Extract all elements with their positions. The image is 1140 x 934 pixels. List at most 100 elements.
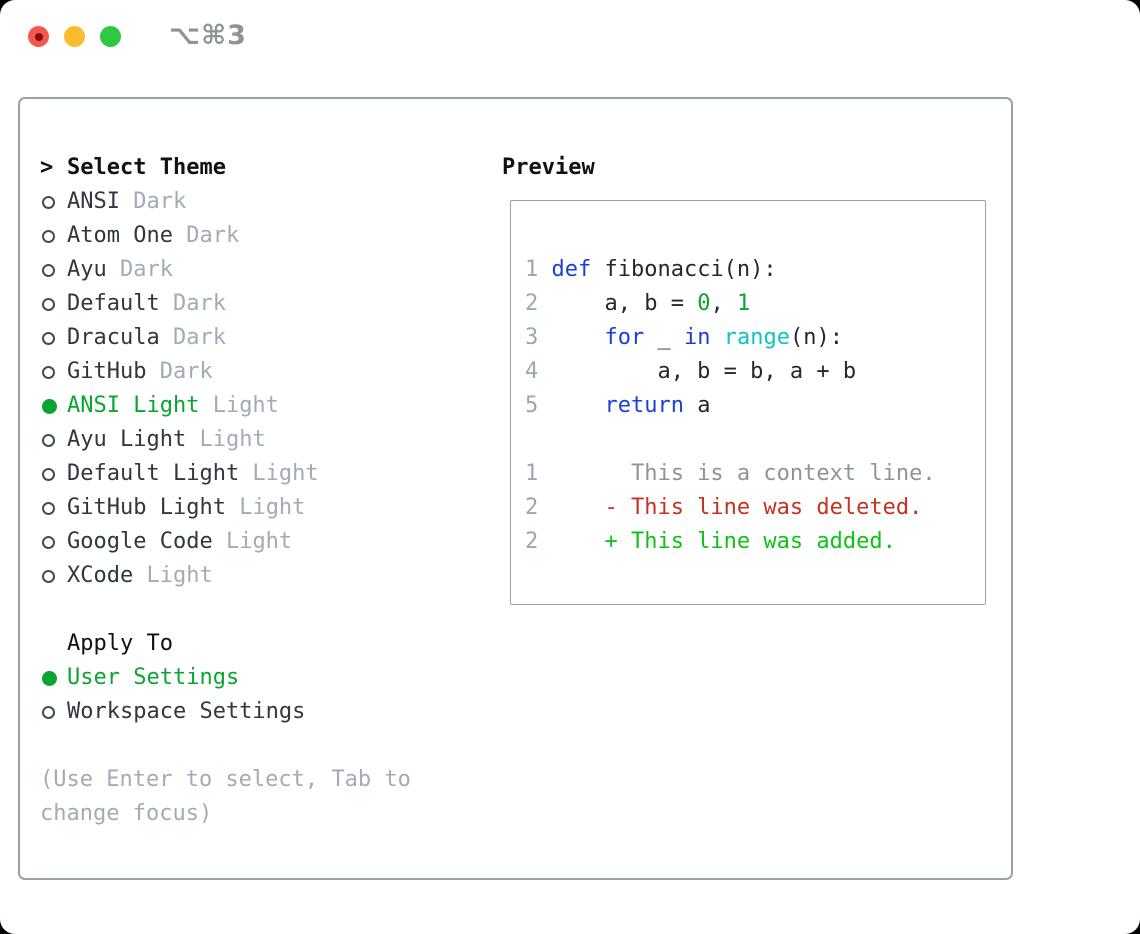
radio-marker <box>40 569 67 583</box>
radio-icon <box>42 297 55 311</box>
apply-option-user-settings[interactable]: User Settings <box>40 661 502 695</box>
code-token: a, b = b, a + b <box>551 359 857 384</box>
option-label: Atom One <box>67 223 173 248</box>
line-number: 4 <box>525 359 539 384</box>
select-theme-header: > Select Theme <box>40 151 502 185</box>
radio-marker <box>40 433 67 447</box>
radio-icon <box>42 433 55 447</box>
diff-context-line: 1 This is a context line. <box>525 457 985 491</box>
option-label: XCode <box>67 563 134 588</box>
radio-icon <box>42 331 55 345</box>
radio-icon <box>42 705 55 719</box>
code-token: + This line was added. <box>551 529 896 554</box>
code-token: return <box>604 393 684 418</box>
theme-option-default[interactable]: Default Dark <box>40 287 502 321</box>
minimize-button[interactable] <box>64 26 85 47</box>
line-number: 2 <box>525 495 539 520</box>
variant-label: Light <box>199 393 279 418</box>
diff-added-line: 2 + This line was added. <box>525 525 985 559</box>
code-token: 0 <box>697 291 711 316</box>
theme-option-ayu-light[interactable]: Ayu Light Light <box>40 423 502 457</box>
code-token: - This line was deleted. <box>551 495 923 520</box>
line-number: 3 <box>525 325 539 350</box>
close-button[interactable] <box>28 26 49 47</box>
apply-to-header: Apply To <box>40 627 502 661</box>
code-token: (n): <box>789 325 843 350</box>
code-token: a, b = <box>551 291 698 316</box>
variant-label: Dark <box>146 359 213 384</box>
theme-option-default-light[interactable]: Default Light Light <box>40 457 502 491</box>
radio-marker <box>40 670 67 686</box>
radio-icon <box>42 569 55 583</box>
code-line: 5 return a <box>525 389 985 423</box>
code-token <box>551 393 604 418</box>
code-line: 4 a, b = b, a + b <box>525 355 985 389</box>
code-token: , <box>710 291 737 316</box>
code-token: a <box>683 393 711 418</box>
radio-icon <box>42 263 55 277</box>
variant-label: Light <box>239 461 319 486</box>
option-label: Default Light <box>67 461 240 486</box>
variant-label: Light <box>225 495 306 520</box>
theme-option-xcode[interactable]: XCode Light <box>40 559 502 593</box>
option-label: GitHub Light <box>67 495 226 520</box>
code-token: range <box>723 325 790 350</box>
theme-option-google-code[interactable]: Google Code Light <box>40 525 502 559</box>
code-token: def <box>551 257 592 282</box>
theme-option-github[interactable]: GitHub Dark <box>40 355 502 389</box>
selected-radio-icon <box>42 670 57 686</box>
zoom-button[interactable] <box>100 26 121 47</box>
theme-option-ansi[interactable]: ANSI Dark <box>40 185 502 219</box>
radio-marker <box>40 263 67 277</box>
line-number: 1 <box>525 461 539 486</box>
radio-marker <box>40 398 67 414</box>
option-label: GitHub <box>67 359 147 384</box>
theme-option-github-light[interactable]: GitHub Light Light <box>40 491 502 525</box>
radio-marker <box>40 705 67 719</box>
radio-marker <box>40 365 67 379</box>
line-number: 5 <box>525 393 539 418</box>
radio-icon <box>42 467 55 481</box>
selected-radio-icon <box>42 398 57 414</box>
theme-option-ansi-light[interactable]: ANSI Light Light <box>40 389 502 423</box>
select-theme-title: Select Theme <box>67 155 226 180</box>
code-token: This is a context line. <box>551 461 936 486</box>
radio-marker <box>40 195 67 209</box>
titlebar: ⌥⌘3 <box>0 0 1140 75</box>
radio-marker <box>40 229 67 243</box>
diff-deleted-line: 2 - This line was deleted. <box>525 491 985 525</box>
variant-label: Dark <box>159 291 226 316</box>
spacer <box>40 729 502 763</box>
code-token: fibonacci(n): <box>591 257 777 282</box>
theme-option-ayu[interactable]: Ayu Dark <box>40 253 502 287</box>
theme-option-atom-one[interactable]: Atom One Dark <box>40 219 502 253</box>
prompt-cursor-icon: > <box>40 155 54 180</box>
traffic-lights <box>28 26 121 47</box>
help-text-line: (Use Enter to select, Tab to <box>40 767 411 792</box>
radio-marker <box>40 297 67 311</box>
option-label: Dracula <box>67 325 160 350</box>
help-text-line: change focus) <box>40 801 213 826</box>
option-label: Ayu Light <box>67 427 187 452</box>
option-label: Workspace Settings <box>67 699 306 724</box>
radio-icon <box>42 501 55 515</box>
theme-option-dracula[interactable]: Dracula Dark <box>40 321 502 355</box>
blank-line <box>525 423 985 457</box>
variant-label: Dark <box>106 257 173 282</box>
variant-label: Dark <box>172 223 240 248</box>
code-token: for <box>604 325 645 350</box>
radio-marker <box>40 501 67 515</box>
code-token: _ <box>644 325 684 350</box>
option-label: ANSI Light <box>67 393 200 418</box>
preview-title: Preview <box>502 155 595 180</box>
variant-label: Dark <box>159 325 226 350</box>
window-title-shortcut: ⌥⌘3 <box>169 20 247 51</box>
unsaved-changes-dot-icon <box>34 32 43 41</box>
apply-option-workspace-settings[interactable]: Workspace Settings <box>40 695 502 729</box>
